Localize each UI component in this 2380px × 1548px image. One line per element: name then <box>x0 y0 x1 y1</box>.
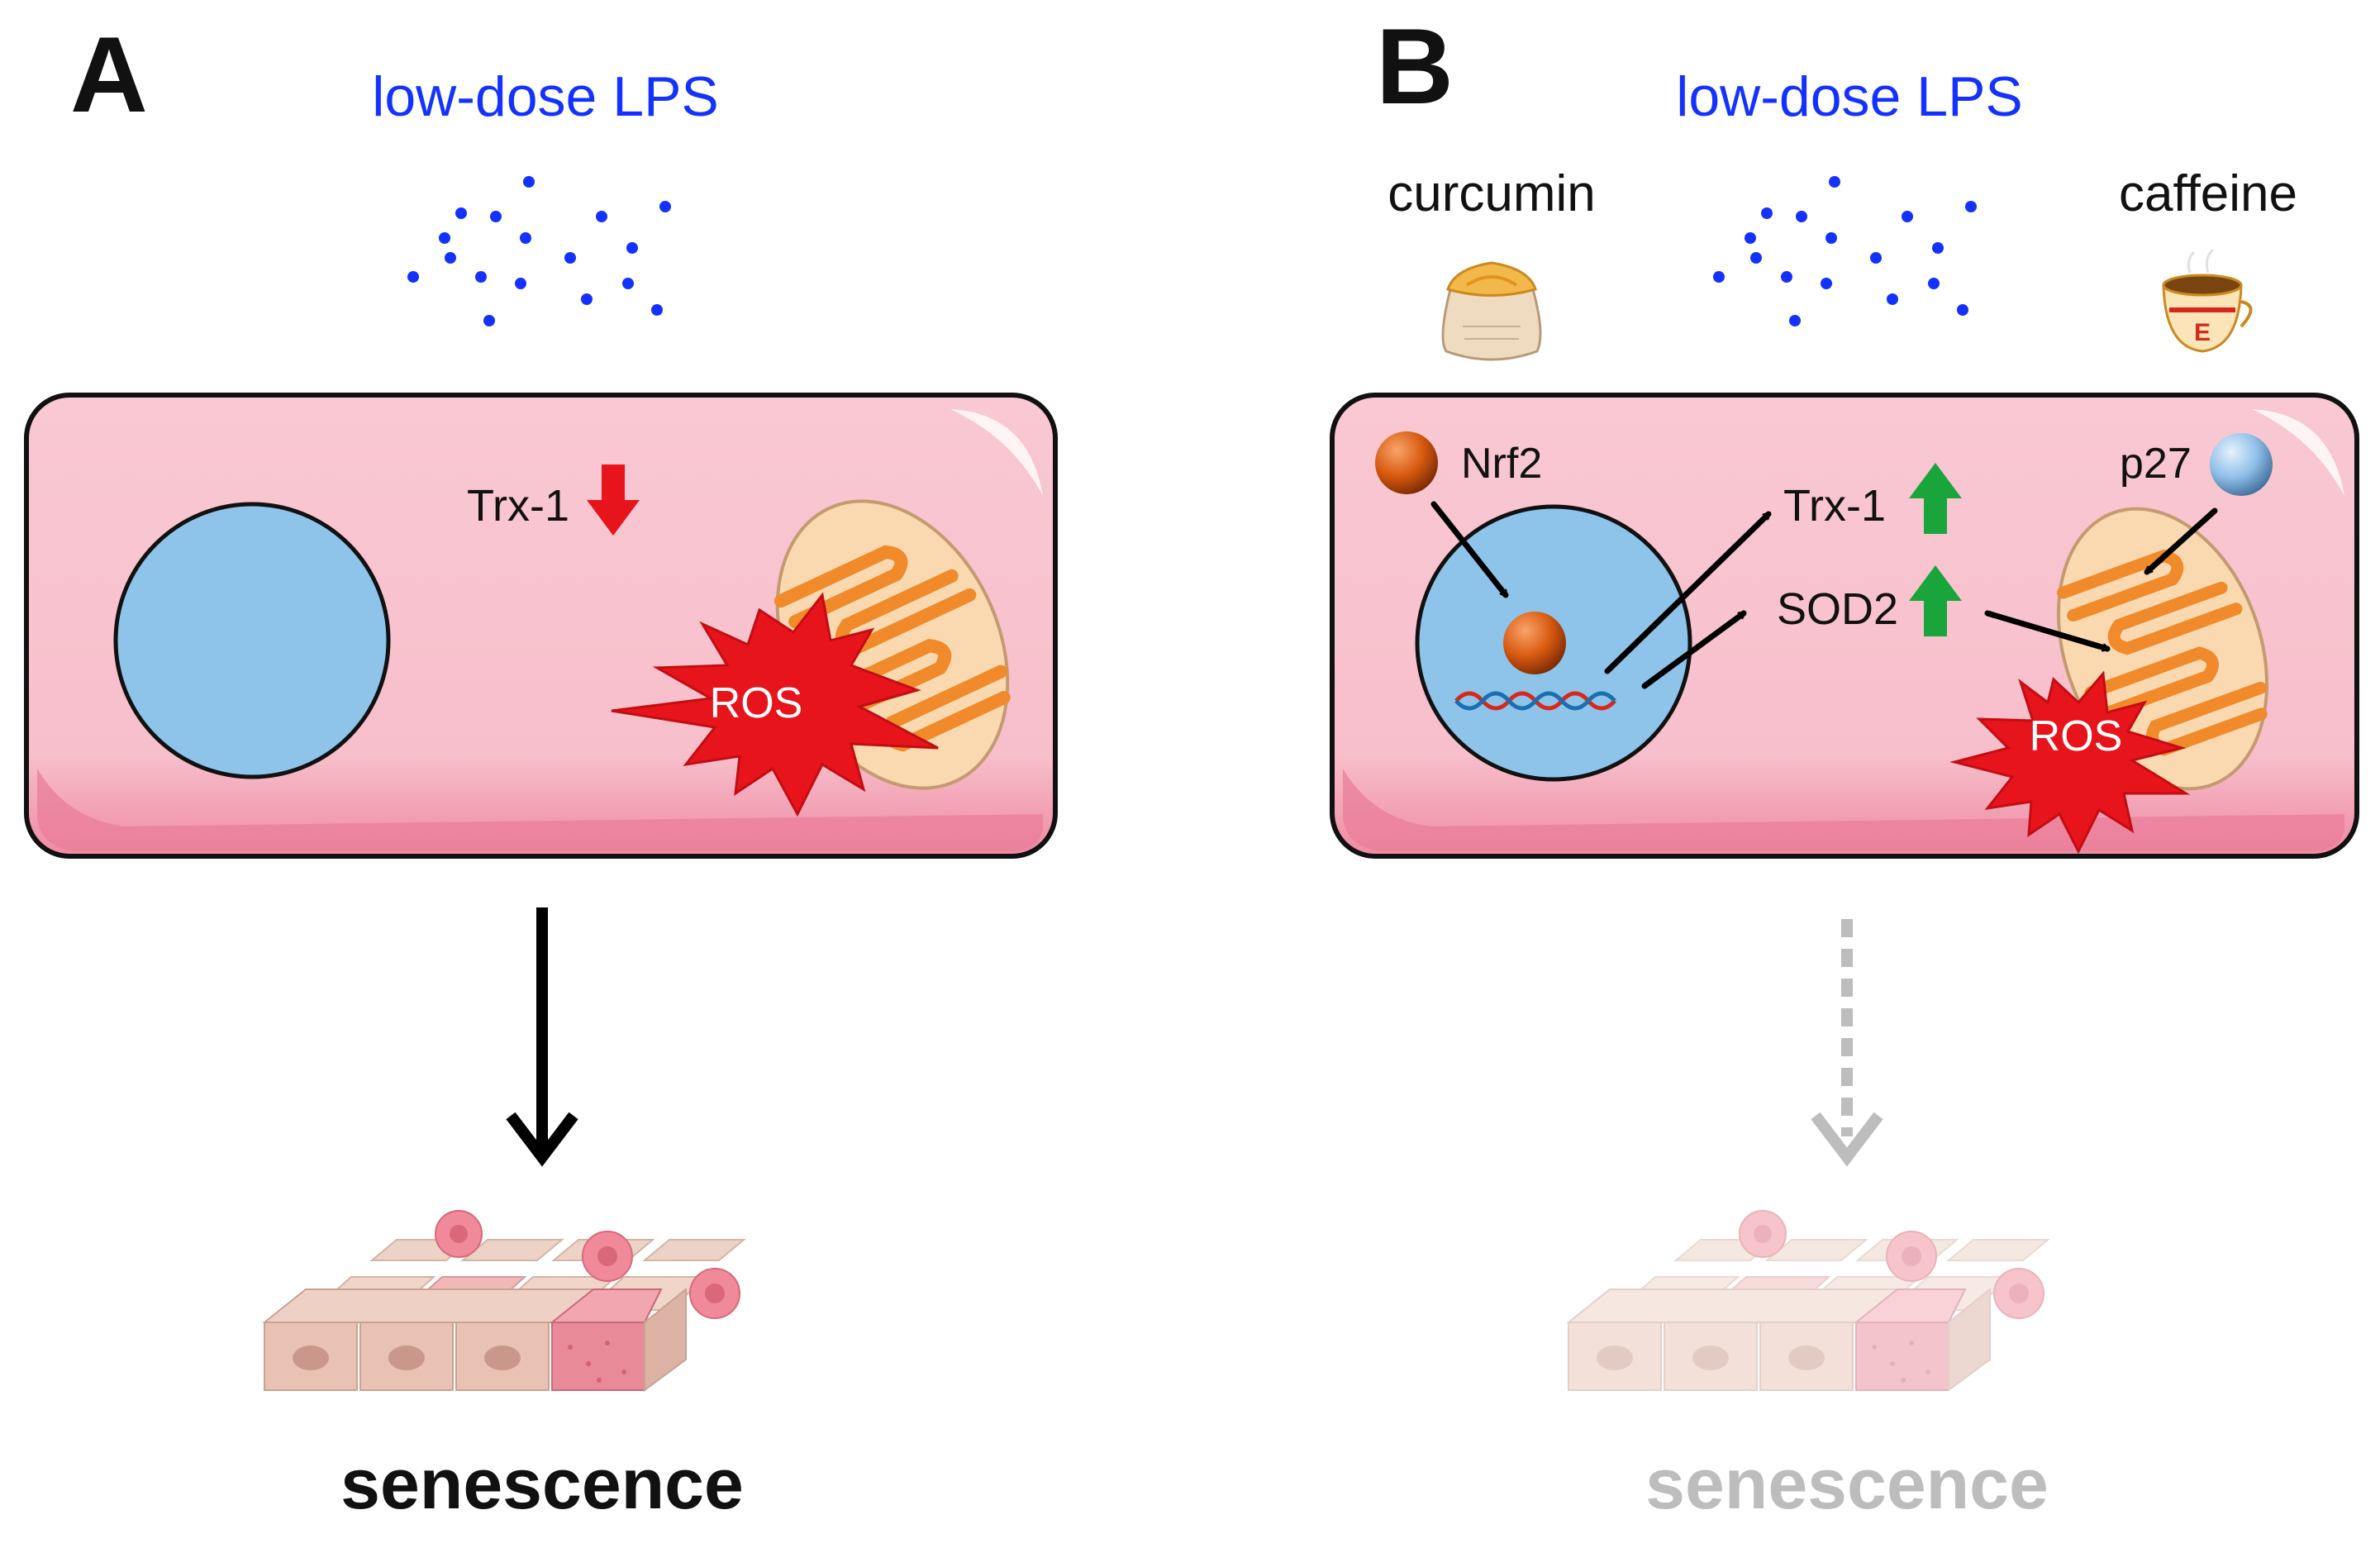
down-arrow-icon <box>587 464 640 536</box>
arrow-dna-to-trx1 <box>1604 511 1772 674</box>
tissue-front-row <box>262 1287 687 1392</box>
cell-b: Nrf2 p27 ROS Trx-1 SOD2 <box>1330 393 2359 859</box>
lps-dot <box>659 201 671 212</box>
senescence-label-b: senescence <box>1645 1445 2049 1524</box>
senescence-arrow-a <box>506 907 578 1167</box>
lps-dot <box>1745 232 1756 244</box>
lps-dot <box>1870 252 1882 264</box>
senescent-cell-blobs <box>1739 1210 2044 1319</box>
trx1-label-a: Trx-1 <box>467 481 569 531</box>
lps-dot <box>596 211 607 222</box>
panel-b-letter: B <box>1376 6 1454 126</box>
curcumin-label: curcumin <box>1388 165 1596 222</box>
lps-dot <box>475 271 487 283</box>
panel-b-lps-label: low-dose LPS <box>1676 65 2023 128</box>
ros-burst-b: ROS <box>1949 670 2191 855</box>
lps-dot <box>1781 271 1792 283</box>
lps-dot <box>1825 232 1837 244</box>
nrf2-label: Nrf2 <box>1461 440 1542 488</box>
dna-strand-blue <box>1454 691 1616 711</box>
nucleus-a <box>113 502 391 785</box>
caffeine-label: caffeine <box>2119 165 2297 222</box>
senescence-arrow-b <box>1811 919 1883 1167</box>
lps-dot <box>455 207 467 219</box>
ros-burst <box>611 592 939 817</box>
cup-mark: E <box>2194 319 2211 346</box>
sod2-up-group: SOD2 <box>1777 565 1962 636</box>
p27-group: p27 <box>2120 433 2273 496</box>
arrow-p27-to-mito <box>2144 507 2218 575</box>
lps-dot <box>626 242 638 254</box>
mitochondrion-cristae <box>2057 549 2268 756</box>
trx1-down-group: Trx-1 <box>467 464 640 536</box>
lps-dot <box>1750 252 1762 264</box>
panel-a: A low-dose LPS <box>24 14 1058 1524</box>
senescent-cell-blobs <box>435 1210 740 1319</box>
lps-dot <box>483 315 495 326</box>
lps-dot <box>1928 278 1940 289</box>
cell-a: Trx-1 ROS <box>24 393 1058 859</box>
nrf2-group: Nrf2 <box>1375 431 1542 494</box>
ros-label-b: ROS <box>2030 712 2123 760</box>
sod2-label: SOD2 <box>1777 584 1898 634</box>
cell-bottom-shade <box>1343 769 2344 851</box>
lps-dot <box>564 252 576 264</box>
up-arrow-icon <box>1909 565 1962 636</box>
lps-dot <box>581 293 593 305</box>
lps-dot <box>651 304 663 316</box>
lps-dot <box>523 176 535 188</box>
arrow-dna-to-sod2 <box>1641 610 1747 689</box>
ros-burst-a: ROS <box>611 592 939 817</box>
lps-dot <box>1761 207 1773 219</box>
lps-dot <box>622 278 634 289</box>
lps-dot <box>490 211 502 222</box>
pathway-arrows <box>1430 501 2218 689</box>
lps-dot <box>1821 278 1832 289</box>
cell-highlight <box>950 409 1043 496</box>
lps-dot <box>1932 242 1944 254</box>
arrow-nrf2-to-nucleus <box>1430 501 1509 598</box>
panel-a-lps-label: low-dose LPS <box>372 65 719 128</box>
senescence-label-a: senescence <box>340 1445 744 1524</box>
up-arrow-icon <box>1909 463 1962 534</box>
lps-dots-b <box>1713 176 1977 326</box>
arrow-head <box>506 1112 578 1167</box>
tissue-a <box>262 1210 746 1392</box>
lps-dot <box>1902 211 1913 222</box>
lps-dot <box>1887 293 1898 305</box>
lps-dot <box>520 232 531 244</box>
ros-label-a: ROS <box>710 679 803 727</box>
cell-highlight <box>2252 409 2344 496</box>
arrow-head <box>1811 1112 1883 1167</box>
nucleus-b <box>1415 504 1692 785</box>
lps-dot <box>1789 315 1801 326</box>
tissue-front-row <box>1566 1287 1991 1392</box>
ros-burst <box>1949 670 2191 855</box>
lps-dot <box>1713 271 1725 283</box>
lps-dot <box>1796 211 1807 222</box>
cell-bottom-shade <box>37 769 1043 851</box>
caffeine-cup-icon: E <box>2162 248 2253 353</box>
nucleus <box>113 502 391 779</box>
p27-label: p27 <box>2120 440 2192 488</box>
p27-ball <box>2210 433 2273 496</box>
curcumin-sack-icon <box>1441 261 1542 361</box>
nrf2-nuclear-ball <box>1503 612 1566 674</box>
trx1-up-group: Trx-1 <box>1783 463 1962 534</box>
lps-dots-a <box>407 176 671 326</box>
lps-dot <box>1965 201 1977 212</box>
panel-b: B low-dose LPS curcumin caffeine E <box>1330 6 2359 1524</box>
lps-dot <box>1957 304 1968 316</box>
tissue-b <box>1566 1210 2050 1392</box>
lps-dot <box>439 232 450 244</box>
arrow-sod2-to-mito <box>1984 610 2107 649</box>
lps-dot <box>445 252 456 264</box>
nrf2-ball <box>1375 431 1438 494</box>
lps-dot <box>515 278 526 289</box>
panel-a-letter: A <box>70 14 148 135</box>
lps-dot <box>1829 176 1840 188</box>
lps-dot <box>407 271 419 283</box>
trx1-label-b: Trx-1 <box>1783 481 1886 531</box>
